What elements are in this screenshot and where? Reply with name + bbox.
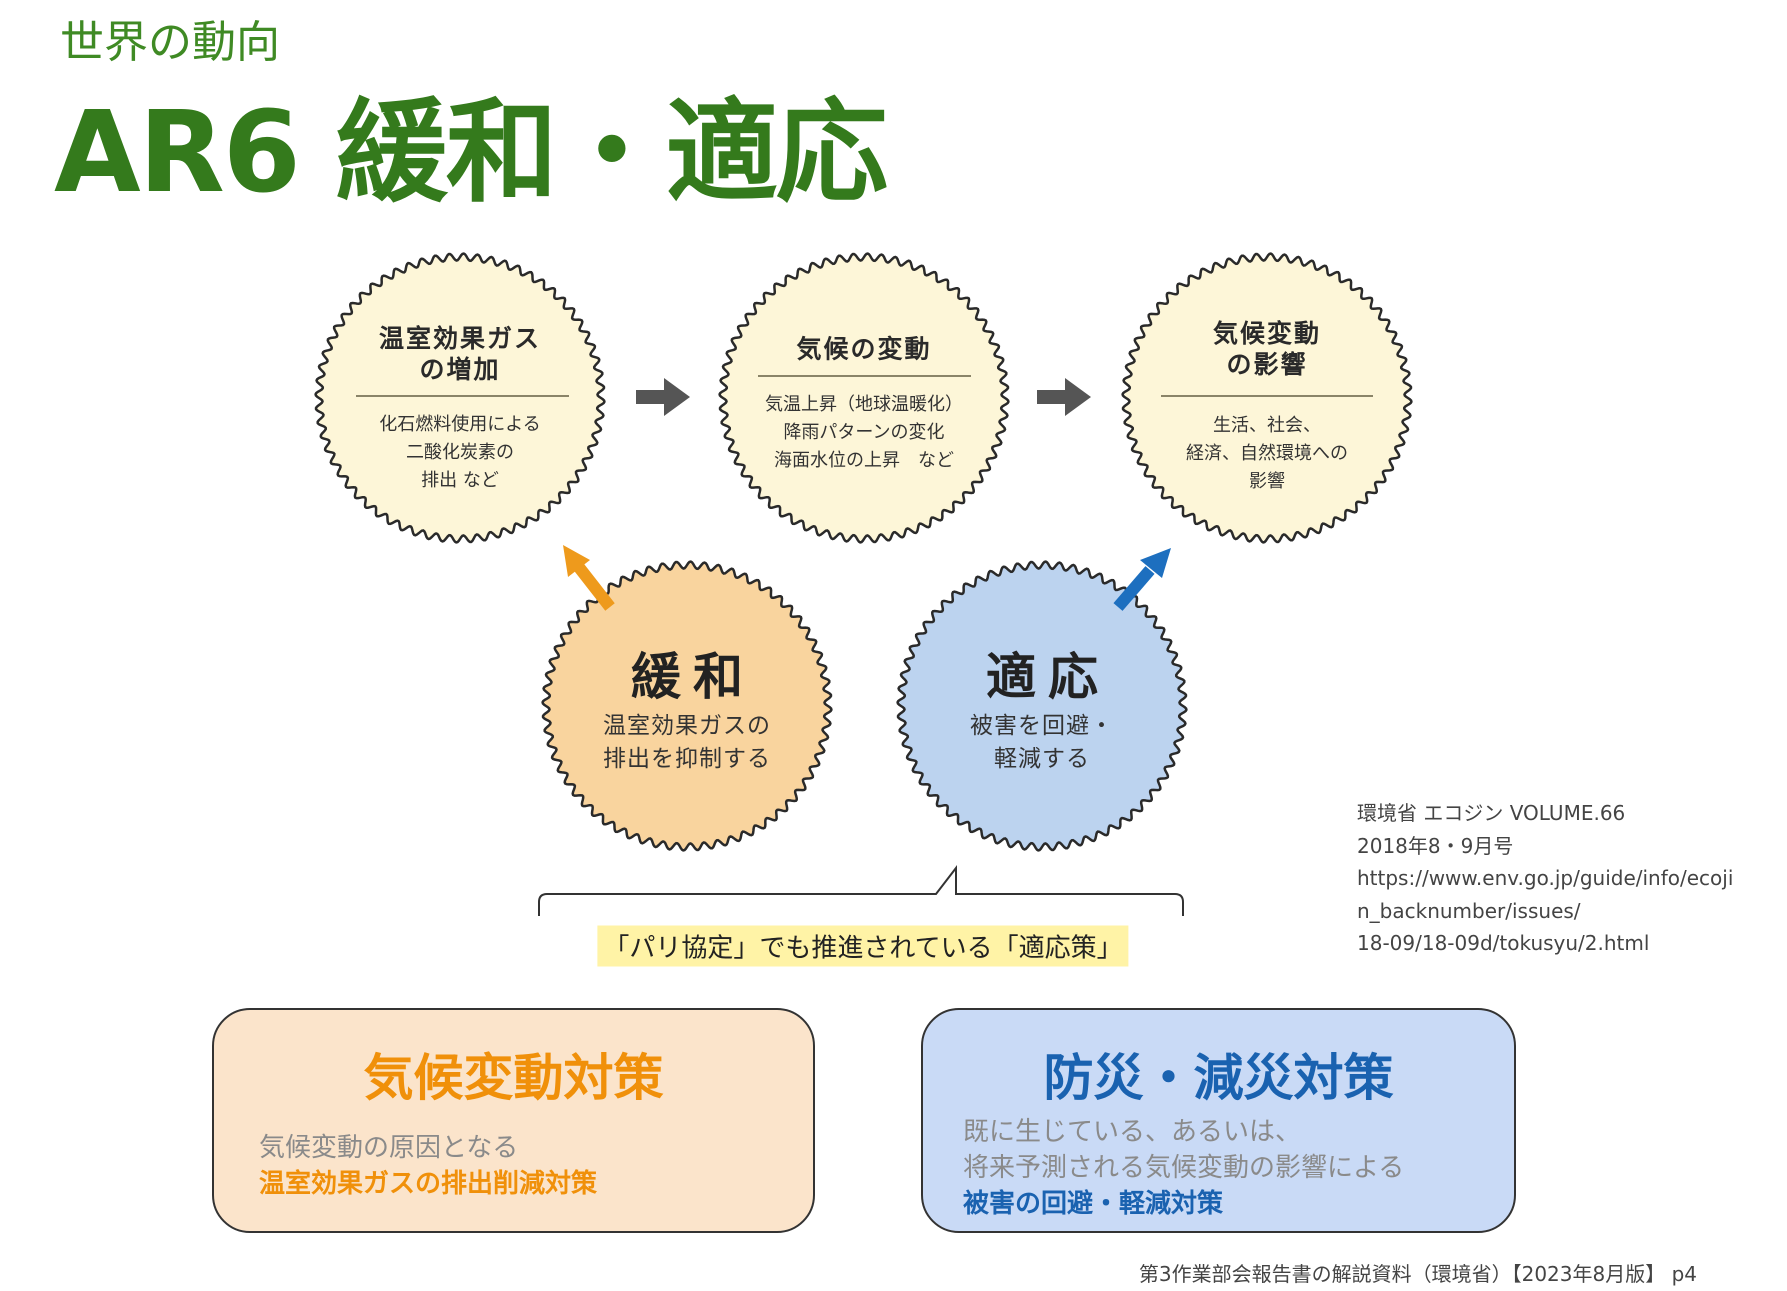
citation-line: 環境省 エコジン VOLUME.66 bbox=[1357, 801, 1626, 825]
box-title: 防災・減災対策 bbox=[1043, 1049, 1394, 1107]
footer-source: 第3作業部会報告書の解説資料（環境省）【2023年8月版】 p4 bbox=[1138, 1262, 1697, 1286]
circle-climate-change bbox=[718, 252, 1010, 544]
title-line: の影響 bbox=[1226, 350, 1308, 379]
title-line: の増加 bbox=[419, 355, 501, 384]
circle-adaptation bbox=[896, 560, 1188, 852]
body-line: 被害を回避・ bbox=[970, 713, 1114, 739]
circle-body: 化石燃料使用による二酸化炭素の排出 など bbox=[379, 411, 540, 495]
mitigation-title: 緩和 bbox=[631, 648, 755, 706]
blue-arrow-icon bbox=[1113, 548, 1171, 611]
disaster-measures-box: 防災・減災対策 既に生じている、あるいは、 将来予測される気候変動の影響による … bbox=[921, 1008, 1516, 1233]
body-line: 降雨パターンの変化 bbox=[783, 422, 945, 443]
circle-title: 気候の変動 bbox=[796, 334, 931, 365]
body-line: 既に生じている、あるいは、 bbox=[963, 1117, 1302, 1147]
adaptation-body: 被害を回避・軽減する bbox=[970, 710, 1114, 776]
body-line: 気温上昇（地球温暖化） bbox=[765, 394, 963, 415]
page-title: AR6 緩和・適応 bbox=[54, 88, 888, 218]
circle-ghg-increase bbox=[314, 252, 606, 544]
mitigation-body: 温室効果ガスの排出を抑制する bbox=[603, 710, 771, 776]
section-subtitle: 世界の動向 bbox=[60, 17, 280, 68]
body-line: 排出 など bbox=[421, 470, 499, 491]
paris-agreement-note: 「パリ協定」でも推進されている「適応策」 bbox=[597, 925, 1129, 967]
body-line: 温室効果ガスの bbox=[603, 713, 771, 739]
box-title: 気候変動対策 bbox=[363, 1049, 664, 1107]
body-line: 気候変動の原因となる bbox=[259, 1133, 519, 1163]
body-line: 経済、自然環境への bbox=[1186, 443, 1348, 464]
circle-body: 生活、社会、経済、自然環境への影響 bbox=[1186, 412, 1348, 496]
body-highlight: 温室効果ガスの排出削減対策 bbox=[259, 1169, 598, 1199]
body-line: 二酸化炭素の bbox=[406, 442, 514, 463]
climate-measures-box: 気候変動対策 気候変動の原因となる 温室効果ガスの排出削減対策 bbox=[212, 1008, 815, 1233]
box-body: 既に生じている、あるいは、 将来予測される気候変動の影響による 被害の回避・軽減… bbox=[963, 1114, 1404, 1222]
citation-url[interactable]: 18-09/18-09d/tokusyu/2.html bbox=[1357, 931, 1650, 955]
body-highlight: 被害の回避・軽減対策 bbox=[963, 1189, 1224, 1219]
circle-mitigation bbox=[541, 560, 833, 852]
citation-url[interactable]: https://www.env.go.jp/guide/info/ecoji bbox=[1357, 866, 1734, 890]
body-line: 化石燃料使用による bbox=[379, 414, 541, 435]
title-line: 温室効果ガス bbox=[378, 324, 542, 353]
circle-title: 温室効果ガスの増加 bbox=[379, 323, 541, 385]
citation-line: 2018年8・9月号 bbox=[1357, 833, 1514, 858]
circle-climate-impact bbox=[1121, 252, 1413, 544]
arrow-right-icon bbox=[1037, 378, 1091, 416]
bracket bbox=[538, 865, 1184, 916]
box-body: 気候変動の原因となる 温室効果ガスの排出削減対策 bbox=[259, 1130, 597, 1202]
citation-url[interactable]: n_backnumber/issues/ bbox=[1357, 898, 1581, 923]
body-line: 生活、社会、 bbox=[1213, 415, 1321, 436]
body-line: 影響 bbox=[1249, 471, 1285, 492]
circle-body: 気温上昇（地球温暖化） 降雨パターンの変化海面水位の上昇 など bbox=[765, 391, 963, 475]
adaptation-title: 適応 bbox=[986, 648, 1110, 706]
title-line: 気候変動 bbox=[1212, 319, 1322, 348]
arrow-right-icon bbox=[636, 378, 690, 416]
body-line: 海面水位の上昇 など bbox=[774, 450, 954, 471]
title-line: 気候の変動 bbox=[796, 334, 932, 364]
source-citation: 環境省 エコジン VOLUME.66 2018年8・9月号 https://ww… bbox=[1357, 797, 1733, 960]
body-line: 軽減する bbox=[994, 746, 1090, 772]
body-line: 将来予測される気候変動の影響による bbox=[963, 1153, 1405, 1183]
orange-arrow-icon bbox=[563, 545, 615, 611]
body-line: 排出を抑制する bbox=[603, 746, 771, 772]
circle-title: 気候変動の影響 bbox=[1213, 318, 1321, 380]
